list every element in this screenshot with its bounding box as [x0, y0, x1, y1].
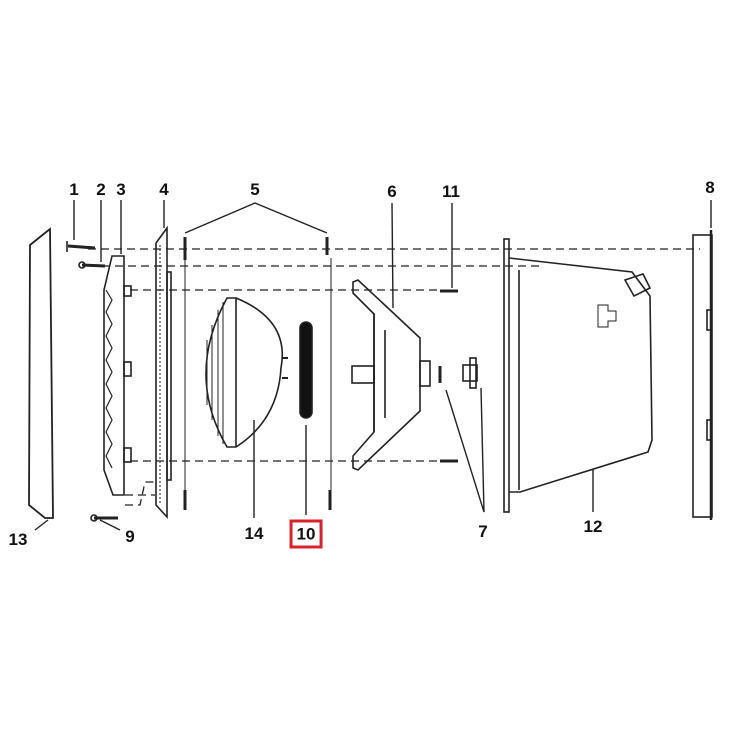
part-5-clips — [183, 237, 332, 510]
part-11-screws — [440, 289, 458, 463]
part-10-gasket — [299, 321, 313, 419]
part-2-screw — [78, 261, 106, 269]
part-6-reflector — [351, 279, 431, 471]
callout-6: 6 — [387, 182, 397, 201]
callout-3: 3 — [116, 180, 126, 199]
part-7-connector — [438, 357, 478, 389]
part-4-plate — [155, 225, 172, 520]
callout-9: 9 — [125, 527, 135, 546]
part-13-front-cover — [28, 227, 54, 519]
part-12-housing — [503, 238, 653, 513]
callout-1: 1 — [69, 180, 79, 199]
part-9-screw — [90, 514, 118, 522]
part-3-bezel — [103, 255, 132, 496]
callout-10-highlighted: 10 — [289, 519, 323, 549]
callout-12: 12 — [583, 517, 603, 536]
callout-14: 14 — [244, 524, 264, 543]
callout-13: 13 — [8, 530, 28, 549]
part-8-back-plate — [692, 230, 713, 520]
part-14-lamp — [205, 297, 288, 448]
alignment-lines — [88, 248, 700, 506]
callout-4: 4 — [159, 180, 169, 199]
callout-11: 11 — [442, 182, 460, 201]
callout-8: 8 — [705, 178, 715, 197]
callout-2: 2 — [96, 180, 106, 199]
leader-lines — [34, 200, 712, 531]
callout-7: 7 — [478, 522, 488, 541]
part-1-screw — [66, 241, 96, 252]
callout-5: 5 — [250, 180, 260, 199]
